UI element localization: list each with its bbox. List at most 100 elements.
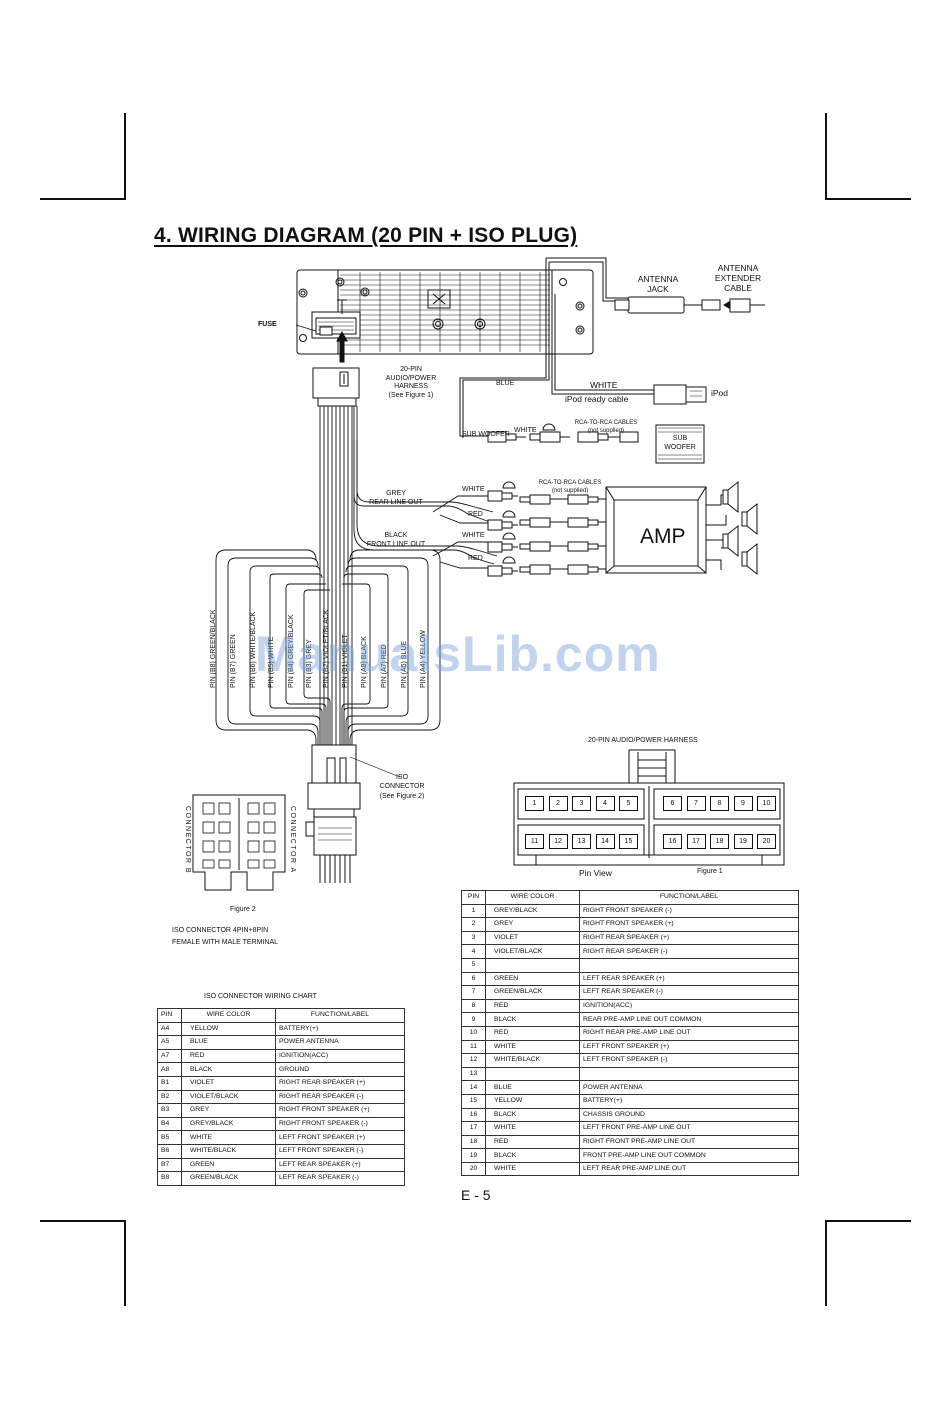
table-cell: B6 (157, 1143, 182, 1159)
rca-cables-amp-label: RCA-TO-RCA CABLES (not supplied) (530, 480, 610, 495)
table-cell: 12 (461, 1053, 486, 1068)
table-cell: IGNITION(ACC) (579, 998, 799, 1014)
figure2-label: Figure 2 (230, 906, 256, 913)
harness-20pin-label: 20-PIN AUDIO/POWER HARNESS (See Figure 1… (382, 366, 440, 400)
label-line: CABLE (724, 283, 752, 293)
table-cell: YELLOW (181, 1021, 276, 1037)
table-cell: LEFT FRONT SPEAKER (+) (275, 1130, 405, 1145)
label-line: REAR LINE OUT (369, 498, 423, 506)
table-header: PIN WIRE COLOR FUNCTION/LABEL (157, 1008, 405, 1023)
amp-rca-plugs (487, 481, 606, 577)
grey-rear-label: GREY REAR LINE OUT (364, 490, 428, 507)
label-line: RCA-TO-RCA CABLES (574, 420, 638, 426)
table-cell: GREY/BLACK (181, 1116, 276, 1132)
table-cell: RIGHT FRONT SPEAKER (-) (579, 903, 799, 919)
table-cell: BATTERY(+) (275, 1021, 405, 1037)
label-line: HARNESS (394, 383, 428, 390)
wire-label: PIN (B7) GREEN (230, 634, 237, 688)
table-cell (579, 1066, 799, 1082)
table-cell: RIGHT REAR SPEAKER (-) (579, 944, 799, 959)
table-row: 13 (461, 1066, 799, 1082)
table-cell: GREEN (181, 1157, 276, 1173)
table-cell: A4 (157, 1021, 182, 1037)
table-cell: LEFT REAR SPEAKER (+) (275, 1157, 405, 1173)
antenna-jack-label: ANTENNA JACK (632, 274, 684, 294)
table-cell: WHITE (181, 1130, 276, 1145)
table-cell: RED (485, 1025, 580, 1041)
table-cell: BATTERY(+) (579, 1093, 799, 1109)
table-cell: BLUE (485, 1080, 580, 1095)
watermark: ManualsLib.com (255, 626, 661, 682)
table-cell: RIGHT REAR SPEAKER (+) (579, 930, 799, 946)
table-cell: 18 (461, 1134, 486, 1150)
label-line: EXTENDER (714, 273, 762, 283)
table-cell: GREY/BLACK (485, 903, 580, 919)
rear-cables (459, 257, 765, 438)
table-cell: VIOLET/BLACK (485, 944, 580, 959)
crop-mark (825, 198, 911, 200)
table-cell: 1 (461, 903, 486, 919)
sub-woofer-box-label: SUB WOOFER (657, 435, 703, 452)
table-cell: 11 (461, 1039, 486, 1055)
amp-box (605, 480, 758, 576)
table-cell: 17 (461, 1121, 486, 1136)
table-cell: LEFT REAR PRE-AMP LINE OUT (579, 1161, 799, 1177)
rca-cables-top-label: RCA-TO-RCA CABLES (not supplied) (569, 420, 643, 435)
crop-mark (825, 1220, 827, 1306)
label-line: ISO CONNECTOR 4PIN+8PIN (172, 927, 269, 934)
wire-label: PIN (B8) GREEN/BLACK (210, 609, 217, 688)
label-line: GREY (386, 490, 406, 497)
table-cell: RIGHT REAR PRE-AMP LINE OUT (579, 1025, 799, 1041)
iso-description: ISO CONNECTOR 4PIN+8PIN FEMALE WITH MALE… (172, 925, 278, 949)
label-line: (See Figure 1) (388, 391, 434, 399)
table-cell: B4 (157, 1116, 182, 1132)
crop-mark (825, 1220, 911, 1222)
table-cell: 5 (461, 957, 486, 973)
label-line: (not supplied) (587, 427, 625, 434)
label-line: SUB (672, 435, 688, 442)
table-cell: WHITE/BLACK (181, 1143, 276, 1159)
pin-number: 10 (757, 796, 776, 811)
table-cell: RIGHT FRONT PRE-AMP LINE OUT (579, 1134, 799, 1150)
table-cell: BLACK (181, 1062, 276, 1077)
antenna-extender-label: ANTENNA EXTENDER CABLE (708, 263, 768, 293)
iso-plug (305, 744, 401, 883)
table-cell: POWER ANTENNA (275, 1035, 405, 1050)
table-cell: FRONT PRE-AMP LINE OUT COMMON (579, 1148, 799, 1163)
table-cell: B7 (157, 1157, 182, 1173)
table-cell: POWER ANTENNA (579, 1080, 799, 1095)
crop-mark (40, 198, 126, 200)
table-cell: RED (485, 1134, 580, 1150)
pin-number: 2 (548, 796, 568, 811)
iso-connector-label: ISO CONNECTOR (See Figure 2) (376, 774, 428, 802)
label-line: ANTENNA (717, 263, 759, 273)
header-cell: PIN (157, 1008, 182, 1023)
table-cell: GREY (181, 1103, 276, 1118)
pin-number: 1 (525, 796, 544, 811)
harness-20pin-plug (312, 367, 360, 407)
table-cell: RED (181, 1048, 276, 1064)
pin-number: 19 (733, 834, 753, 849)
white2-label: WHITE (462, 532, 485, 539)
table-cell (579, 957, 799, 973)
header-cell: PIN (461, 890, 486, 905)
white-wire-label: WHITE (590, 380, 618, 390)
label-line: FRONT LINE OUT (366, 540, 426, 548)
table-cell: A5 (157, 1035, 182, 1050)
pin-view-label: Pin View (579, 868, 612, 878)
pin-number: 13 (572, 834, 591, 849)
table-cell: 9 (461, 1012, 486, 1027)
table-cell: GREEN/BLACK (485, 985, 580, 1000)
